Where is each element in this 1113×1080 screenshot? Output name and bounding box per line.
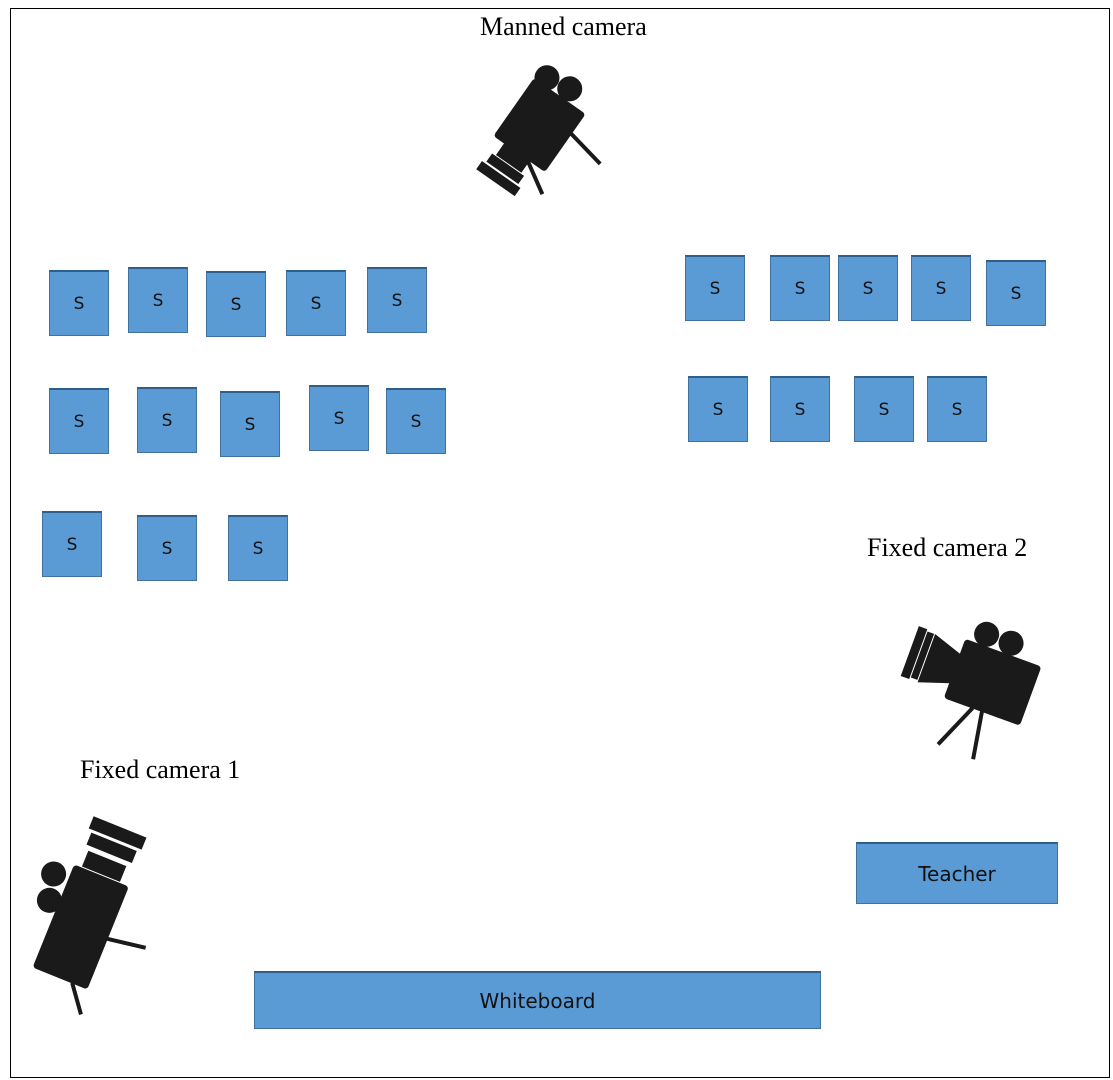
student-seat: S <box>286 270 346 336</box>
fixed-camera-1-icon <box>33 816 147 1016</box>
student-seat: S <box>128 267 188 333</box>
student-seat: S <box>49 270 109 336</box>
student-seat: S <box>838 255 898 321</box>
student-seat: S <box>688 376 748 442</box>
student-seat: S <box>137 515 197 581</box>
student-seat: S <box>137 387 197 453</box>
fixed-camera-2-label: Fixed camera 2 <box>867 533 1028 562</box>
student-seat: S <box>911 255 971 321</box>
student-seat: S <box>685 255 745 321</box>
student-seat: S <box>309 385 369 451</box>
student-seat: S <box>206 271 266 337</box>
manned-camera-icon <box>476 65 602 197</box>
student-seat: S <box>42 511 102 577</box>
student-seat: S <box>770 376 830 442</box>
student-seat: S <box>386 388 446 454</box>
student-seat: S <box>49 388 109 454</box>
fixed-camera-2-icon <box>900 621 1041 760</box>
student-seat: S <box>770 255 830 321</box>
student-seat: S <box>228 515 288 581</box>
student-seat: S <box>854 376 914 442</box>
manned-camera-label: Manned camera <box>480 12 647 41</box>
student-seat: S <box>986 260 1046 326</box>
student-seat: S <box>927 376 987 442</box>
student-seat: S <box>367 267 427 333</box>
whiteboard-box: Whiteboard <box>254 971 821 1029</box>
fixed-camera-1-label: Fixed camera 1 <box>80 755 241 784</box>
student-seat: S <box>220 391 280 457</box>
teacher-box: Teacher <box>856 842 1058 904</box>
